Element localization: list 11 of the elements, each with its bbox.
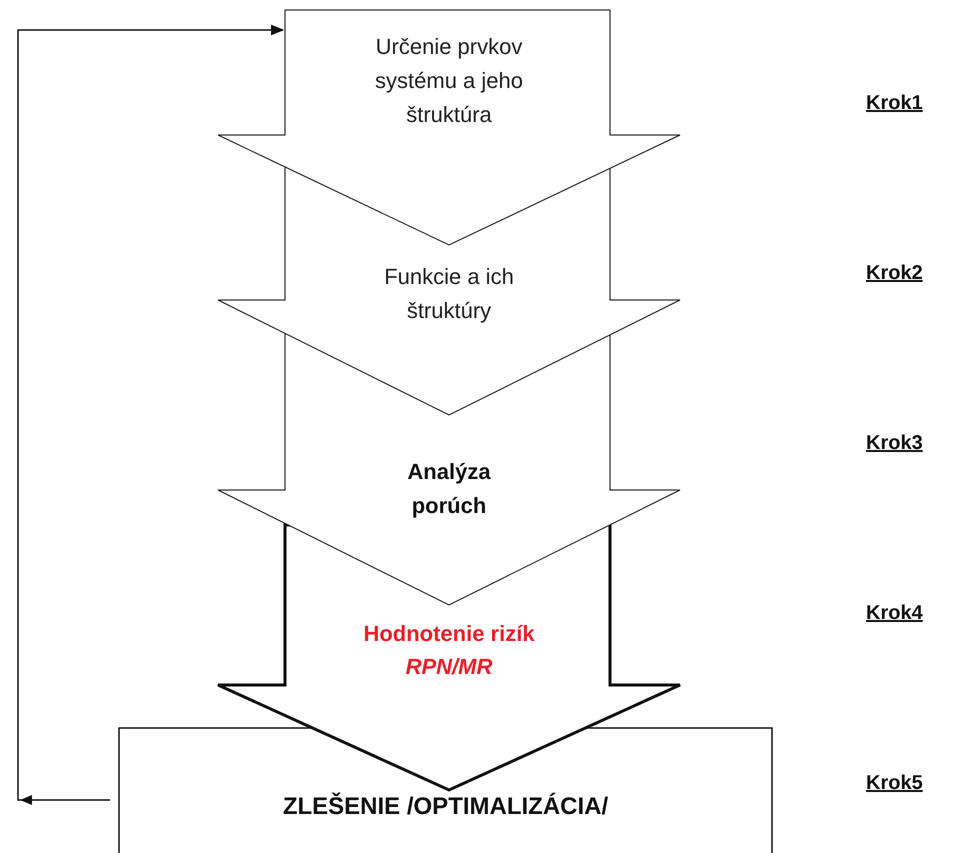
- step-label: Krok1: [866, 91, 923, 116]
- step-text: Určenie prvkov systému a jeho štruktúra: [374, 33, 524, 130]
- step-text: ZLEŠENIE /OPTIMALIZÁCIA/: [282, 792, 610, 822]
- step-text: Hodnotenie rizík RPN/MR: [362, 620, 536, 681]
- step-label: Krok5: [866, 771, 923, 796]
- feedback-arrow: [17, 24, 284, 805]
- step-text: Analýza porúch: [406, 458, 492, 520]
- step-text: Funkcie a ich štruktúry: [383, 263, 515, 326]
- step-label: Krok2: [866, 261, 923, 286]
- step-label: Krok4: [866, 601, 923, 626]
- step-label: Krok3: [866, 431, 923, 456]
